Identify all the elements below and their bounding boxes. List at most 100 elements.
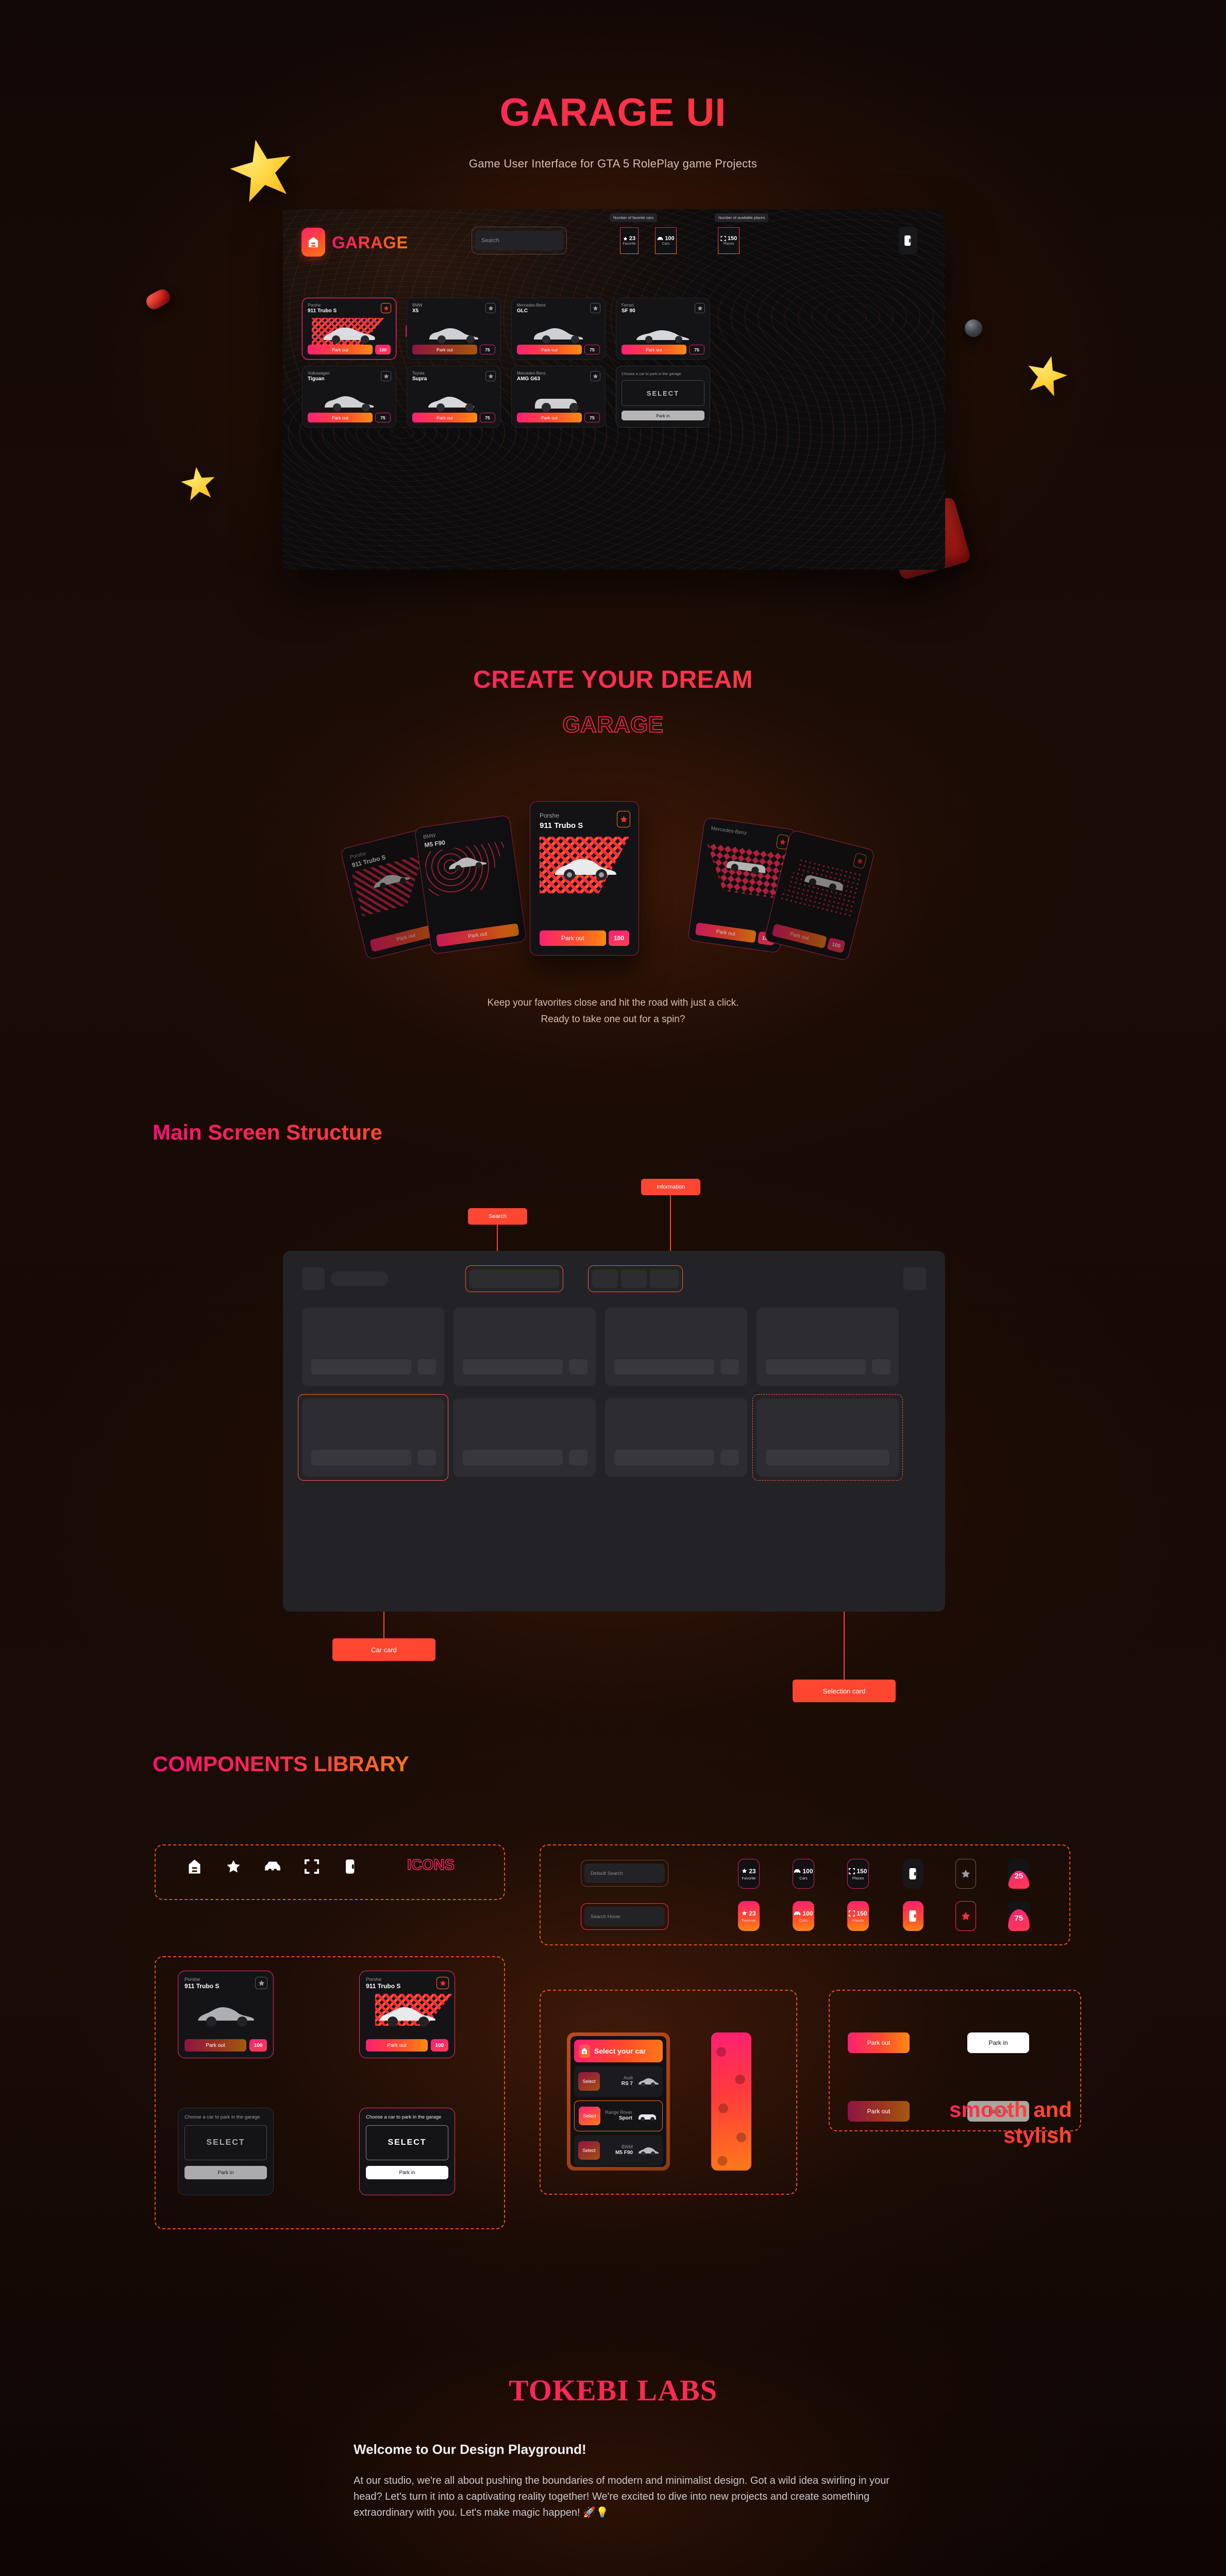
select-button[interactable]: SELECT [366, 2125, 448, 2160]
favorite-star-button[interactable] [590, 371, 600, 381]
favorite-star-button[interactable] [381, 303, 391, 313]
stat-places[interactable]: 150 Places [718, 227, 740, 254]
park-in-button[interactable]: Park in [366, 2166, 448, 2179]
favorite-star-button[interactable] [695, 303, 705, 313]
select-row-button[interactable]: Select [578, 2141, 600, 2160]
search-input[interactable]: Search [472, 227, 567, 255]
car-card[interactable]: Ferrari SF 90 Park out 75 [616, 298, 710, 360]
car-badge: 100 [249, 2039, 267, 2052]
select-row-button[interactable]: Select [579, 2107, 600, 2125]
car-card[interactable]: Porshe 911 Trubo S Park out 100 [302, 298, 396, 360]
star-icon [593, 374, 598, 379]
favorite-star-button[interactable] [436, 1977, 449, 1989]
cards-panel [155, 1956, 505, 2229]
favorite-star-button[interactable] [590, 303, 600, 313]
carousel-card[interactable]: BMW M5 F90 Park out [414, 815, 527, 955]
door-exit-hover[interactable] [903, 1901, 923, 1931]
stat-cars-hover[interactable]: 100 Cars [793, 1901, 814, 1931]
car-card[interactable]: Volkswagen Tiguan Park out 75 [302, 366, 396, 428]
park-in-button-default[interactable]: Park in [967, 2101, 1029, 2122]
stat-favorite-default[interactable]: 23 Favorite [738, 1859, 760, 1889]
stat-cars[interactable]: 100 Cars [655, 227, 677, 254]
search-input-hover[interactable]: Search Hover [581, 1903, 668, 1930]
selection-card[interactable]: Choose a car to park in the garage SELEC… [616, 366, 710, 428]
park-out-button[interactable]: Park out [517, 345, 582, 354]
park-out-button[interactable]: Park out [308, 413, 373, 422]
car-card[interactable]: Toyota Supra Park out 75 [407, 366, 501, 428]
car-card[interactable]: BMW X5 Park out 75 [407, 298, 501, 360]
car-image [423, 322, 485, 345]
wireframe-info-highlight [588, 1265, 683, 1292]
star-icon [383, 306, 389, 311]
wireframe-card [302, 1398, 444, 1477]
car-icon[interactable] [264, 1858, 281, 1875]
door-exit-default[interactable] [903, 1859, 923, 1889]
wireframe-stat [592, 1269, 618, 1288]
park-out-button[interactable]: Park out [366, 2039, 428, 2052]
favorite-star-button[interactable] [776, 834, 790, 850]
page-subtitle: Game User Interface for GTA 5 RolePlay g… [468, 157, 758, 170]
car-card[interactable]: Mercedes-Benz AMG G63 Park out 75 [511, 366, 606, 428]
stat-favorite[interactable]: 23 Favorite [620, 227, 639, 254]
selection-card-hover[interactable]: Choose a car to park in the garage SELEC… [359, 2108, 455, 2195]
carousel-card[interactable]: Porshe 911 Trubo S Park out [340, 828, 451, 960]
park-out-button[interactable]: Park out [412, 345, 477, 354]
park-out-button[interactable]: Park out [622, 345, 686, 354]
stat-places-hover[interactable]: 150 Places [847, 1901, 869, 1931]
door-exit-icon[interactable] [899, 227, 917, 255]
door-exit-icon[interactable] [342, 1858, 360, 1875]
favorite-star-button[interactable] [852, 852, 867, 870]
star-icon[interactable] [225, 1858, 242, 1875]
scan-frame-icon[interactable] [303, 1858, 321, 1875]
park-in-button[interactable]: Park in [622, 411, 704, 420]
car-model: 911 Trubo S [366, 1982, 401, 1990]
favorite-star-button[interactable] [485, 371, 496, 381]
dream-heading-line1: CREATE YOUR DREAM [0, 666, 1226, 694]
selection-card-default[interactable]: Choose a car to park in the garage SELEC… [178, 2108, 274, 2195]
park-out-button-hover[interactable]: Park out [848, 2032, 910, 2053]
park-out-button[interactable]: Park out [184, 2039, 246, 2052]
select-row-button[interactable]: Select [578, 2072, 600, 2091]
park-out-button[interactable]: Park out [308, 345, 373, 354]
search-input-default[interactable]: Default Search [581, 1860, 668, 1887]
car-card[interactable]: Mercedes-Benz GLC Park out 75 [511, 298, 606, 360]
favorite-star-button[interactable] [381, 371, 391, 381]
select-button[interactable]: SELECT [184, 2125, 267, 2160]
park-out-button[interactable]: Park out [540, 930, 606, 946]
park-out-button[interactable]: Park out [517, 413, 582, 422]
badge-default: 25 [1008, 1859, 1030, 1889]
car-model: X5 [412, 308, 419, 314]
car-icon [794, 1869, 801, 1873]
car-badge: 75 [480, 345, 495, 354]
park-in-button-hover[interactable]: Park in [967, 2032, 1029, 2053]
favorite-star-button[interactable] [485, 303, 496, 313]
park-out-button-default[interactable]: Park out [848, 2101, 910, 2122]
favorite-star-default[interactable] [955, 1859, 976, 1889]
favorite-star-button[interactable] [617, 811, 630, 827]
car-badge: 100 [609, 930, 629, 946]
select-button[interactable]: SELECT [622, 380, 704, 406]
park-out-button[interactable]: Park out [695, 922, 757, 943]
car-brand: Porshe [366, 1977, 382, 1982]
buttons-panel [829, 1990, 1081, 2131]
car-image [800, 866, 847, 894]
stat-places-default[interactable]: 150 Places [847, 1859, 869, 1889]
park-out-button[interactable]: Park out [435, 923, 519, 947]
park-out-button[interactable]: Park out [412, 413, 477, 422]
garage-home-icon[interactable] [186, 1858, 203, 1875]
car-model: 911 Trubo S [184, 1982, 220, 1990]
favorite-star-hover[interactable] [955, 1901, 976, 1931]
car-image [636, 2110, 658, 2122]
stat-cars-default[interactable]: 100 Cars [793, 1859, 814, 1889]
stat-favorite-hover[interactable]: 23 Favorite [738, 1901, 760, 1931]
favorite-star-button[interactable] [255, 1977, 267, 1989]
park-in-button[interactable]: Park in [184, 2166, 267, 2179]
